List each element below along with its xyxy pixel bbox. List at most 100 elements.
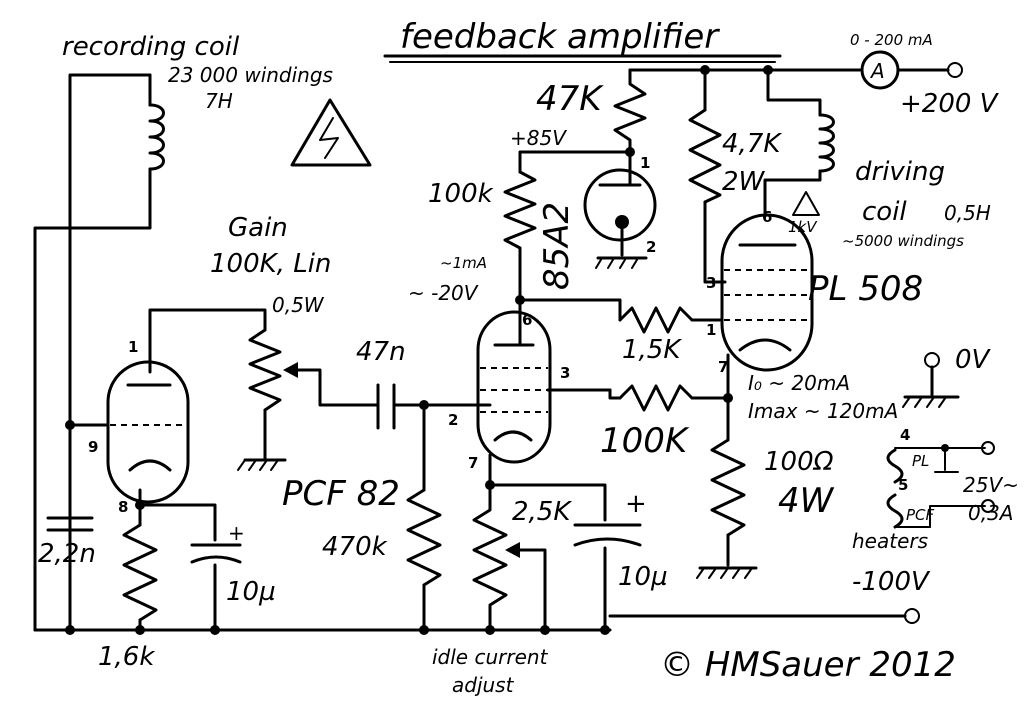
heater-pl-label: PL xyxy=(912,452,929,470)
r1k5-label: 1,5K xyxy=(622,335,682,365)
resistor-47k xyxy=(613,68,647,154)
cap-10u-b-plate-b xyxy=(573,537,642,547)
pin-label: 8 xyxy=(118,498,128,516)
pot-2k5-label: 2,5K xyxy=(512,497,572,527)
plus-sign: + xyxy=(228,521,245,545)
terminal-plus-200v[interactable] xyxy=(947,62,963,78)
zero-volt-label: 0V xyxy=(955,345,992,375)
idle-adjust-line-1: idle current xyxy=(432,645,549,669)
reg-tube-label: 85A2 xyxy=(537,202,577,290)
r1k6-label: 1,6k xyxy=(98,642,155,672)
reg-tube-85a2-envelope xyxy=(583,168,657,242)
ammeter-range: 0 - 200 mA xyxy=(850,31,933,49)
plus-200v-label: +200 V xyxy=(900,89,1000,119)
idle-adjust-line-2: adjust xyxy=(452,673,515,697)
diagram-title: feedback amplifier xyxy=(400,17,720,57)
cap-10u-b-label: 10µ xyxy=(618,562,668,592)
pcf82-label: PCF 82 xyxy=(282,474,400,514)
wiper-arrow-icon xyxy=(283,362,298,378)
heaters-label: heaters xyxy=(852,529,928,553)
plus-sign: + xyxy=(625,489,647,519)
triode-cathode xyxy=(128,459,172,472)
terminal-0v[interactable] xyxy=(924,352,940,368)
gain-power: 0,5W xyxy=(272,293,325,317)
pin-label: 4 xyxy=(900,426,910,444)
resistor-100k-top xyxy=(503,170,537,250)
pl508-envelope xyxy=(720,213,814,372)
heater-pcf-icon xyxy=(886,493,904,529)
resistor-1k6 xyxy=(122,523,158,622)
driving-coil xyxy=(818,113,835,173)
wiper-arrow-icon xyxy=(505,542,520,558)
approx-current-label: ~1mA xyxy=(440,254,487,272)
idle-current-potentiometer xyxy=(472,483,508,632)
cap-10u-label: 10µ xyxy=(226,577,276,607)
idle-current-label: I₀ ~ 20mA xyxy=(748,371,850,395)
pl508-label: PL 508 xyxy=(808,269,923,309)
gain-value: 100K, Lin xyxy=(210,249,331,279)
driving-coil-label-2: coil xyxy=(862,197,907,227)
pin-label: 2 xyxy=(448,411,458,429)
driving-coil-windings: ~5000 windings xyxy=(842,232,964,250)
r47k-label: 47K xyxy=(536,79,604,119)
pin-label: 3 xyxy=(560,364,570,382)
pin-label: 7 xyxy=(718,358,728,376)
pin-label: 6 xyxy=(522,311,532,329)
heater-voltage: 25V~ xyxy=(963,473,1019,497)
ammeter-symbol: A xyxy=(869,59,885,83)
heater-current: 0,3A xyxy=(968,501,1014,525)
r4k7-power: 2W xyxy=(722,167,766,197)
pin-label: 5 xyxy=(898,476,908,494)
r100k-fb-label: 100K xyxy=(600,421,690,461)
resistor-100-ohm xyxy=(710,438,746,537)
driving-coil-label-1: driving xyxy=(855,157,945,187)
cap-47n-label: 47n xyxy=(356,337,406,367)
pin-label: 7 xyxy=(468,454,478,472)
driving-coil-inductance: 0,5H xyxy=(944,201,991,225)
pcf-triode-anode-wire xyxy=(148,308,267,374)
pin-label: 1 xyxy=(640,154,650,172)
pcf82-triode-envelope xyxy=(106,360,190,504)
warning-icon xyxy=(792,191,820,216)
high-voltage-warning-icon xyxy=(290,98,372,167)
gain-potentiometer xyxy=(248,328,282,412)
cap-10u-plate-b xyxy=(190,555,242,564)
resistor-4k7 xyxy=(688,108,722,204)
r100-power: 4W xyxy=(778,481,835,521)
pl508-cathode xyxy=(738,338,792,352)
lightning-bolt-icon xyxy=(319,117,339,159)
pin-label: 2 xyxy=(646,238,656,256)
minus-100v-label: -100V xyxy=(852,567,931,597)
recording-coil xyxy=(148,103,165,171)
max-current-label: Imax ~ 120mA xyxy=(748,399,898,423)
pin-label: 1 xyxy=(128,338,138,356)
terminal-minus-100v[interactable] xyxy=(904,608,920,624)
plus-85v-label: +85V xyxy=(510,126,567,150)
cathode-bypass-wire xyxy=(138,503,217,542)
resistor-470k xyxy=(406,488,442,587)
pcf82-pentode-envelope xyxy=(476,310,552,464)
recording-coil-label: recording coil xyxy=(62,32,240,62)
plus-85v-rail xyxy=(518,150,632,174)
recording-coil-windings: 23 000 windings xyxy=(168,63,333,87)
pentode-cathode xyxy=(493,430,533,442)
pin-label: 1 xyxy=(706,321,716,339)
recording-coil-wire-bottom xyxy=(33,167,152,632)
pin-label: 6 xyxy=(762,208,772,226)
resistor-100k-feedback xyxy=(618,384,694,412)
r100k-top-label: 100k xyxy=(428,179,494,209)
heater-pl-icon xyxy=(886,448,904,484)
terminal-heater-b[interactable] xyxy=(981,499,995,513)
r470k-label: 470k xyxy=(322,532,388,562)
gain-label: Gain xyxy=(228,213,288,243)
copyright: © HMSauer 2012 xyxy=(660,645,956,685)
hv-warning-label: 1kV xyxy=(788,218,818,236)
idle-pot-wiper xyxy=(513,548,547,632)
heater-pcf-label: PCF xyxy=(906,506,935,524)
pin-label: 9 xyxy=(88,438,98,456)
pin-label: 3 xyxy=(706,274,716,292)
r100-label: 100Ω xyxy=(764,447,834,477)
cap-2n2-label: 2,2n xyxy=(38,539,96,569)
terminal-heater-a[interactable] xyxy=(981,441,995,455)
